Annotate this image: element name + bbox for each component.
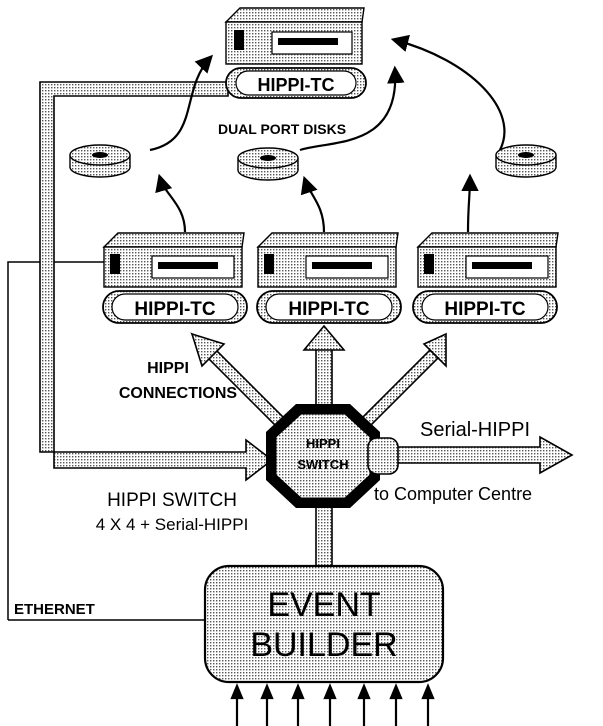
hippi-tc-left: HIPPI-TC — [102, 290, 248, 324]
hippi-connections-line2: CONNECTIONS — [119, 385, 238, 402]
event-builder: EVENT BUILDER — [203, 564, 445, 684]
hippi-tc-top-label: HIPPI-TC — [257, 75, 334, 95]
disk-middle — [237, 147, 299, 181]
ethernet-line — [7, 261, 205, 621]
octagon-switch-icon: HIPPI SWITCH — [266, 404, 399, 508]
top-tc-to-switch-pipe — [39, 81, 274, 482]
tape-drive-middle — [256, 232, 399, 288]
tape-drive-icon — [224, 7, 365, 65]
dual-port-disks-label: DUAL PORT DISKS — [218, 121, 346, 137]
hippi-tc-middle-label: HIPPI-TC — [288, 299, 370, 320]
hippi-tc-top: HIPPI-TC — [225, 67, 367, 99]
switch-to-tc-arrows — [190, 324, 447, 430]
ethernet-label: ETHERNET — [14, 601, 95, 618]
switch-label-line2: SWITCH — [297, 457, 348, 472]
tape-drive-right — [416, 232, 559, 288]
switch-desc-line1: HIPPI SWITCH — [107, 490, 237, 511]
event-builder-line2: BUILDER — [250, 626, 397, 664]
event-builder-line1: EVENT — [267, 586, 380, 624]
serial-hippi-label: Serial-HIPPI — [420, 419, 530, 441]
input-arrows — [230, 683, 435, 726]
serial-hippi-arrow — [395, 435, 574, 475]
tape-drive-left — [102, 232, 245, 288]
disk-left — [69, 144, 131, 178]
hippi-tc-right-label: HIPPI-TC — [444, 299, 526, 320]
hippi-connections-line1: HIPPI — [147, 360, 189, 377]
switch-label-line1: HIPPI — [306, 436, 340, 451]
hippi-tc-right: HIPPI-TC — [412, 290, 558, 324]
hippi-tc-middle: HIPPI-TC — [256, 290, 402, 324]
disk-links — [149, 34, 506, 233]
switch-desc-line2: 4 X 4 + Serial-HIPPI — [96, 515, 249, 534]
disk-right — [495, 144, 557, 178]
hippi-tc-left-label: HIPPI-TC — [134, 299, 216, 320]
to-computer-centre-label: to Computer Centre — [374, 484, 532, 504]
